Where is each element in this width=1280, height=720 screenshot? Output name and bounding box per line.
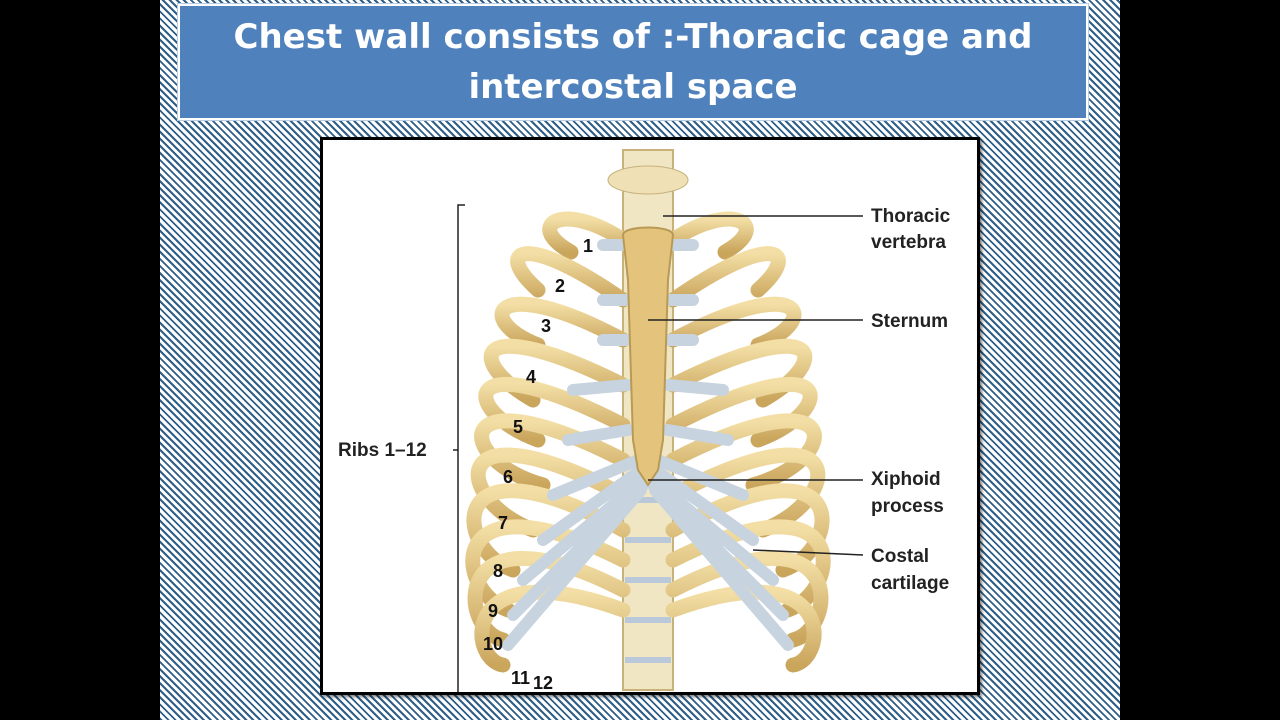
label-xiphoid-line2: process — [871, 496, 944, 517]
title-box: Chest wall consists of :-Thoracic cage a… — [177, 3, 1089, 121]
rib-number-1: 1 — [583, 236, 593, 256]
label-xiphoid-line1: Xiphoid — [871, 469, 941, 490]
rib-number-5: 5 — [513, 417, 523, 437]
rib-number-10: 10 — [483, 634, 503, 654]
rib-number-11: 11 — [511, 668, 530, 688]
sternum — [621, 226, 675, 487]
rib-number-9: 9 — [488, 601, 498, 621]
label-thoracic-line1: Thoracic — [871, 206, 951, 227]
rib-number-12: 12 — [533, 673, 553, 692]
label-thoracic-line2: vertebra — [871, 232, 946, 253]
rib-cage-figure: Thoracic vertebra Sternum Xiphoid proces… — [320, 137, 980, 695]
rib-number-6: 6 — [503, 467, 513, 487]
rib-cage-illustration: Thoracic vertebra Sternum Xiphoid proces… — [338, 149, 951, 692]
title-line-2: intercostal space — [468, 67, 798, 107]
rib-number-8: 8 — [493, 561, 503, 581]
left-ribs — [465, 211, 631, 673]
rib-number-2: 2 — [555, 276, 565, 296]
rib-number-4: 4 — [526, 367, 536, 387]
rib-number-7: 7 — [498, 513, 508, 533]
costal-cartilage — [502, 239, 794, 651]
label-sternum: Sternum — [871, 311, 948, 332]
rib-number-3: 3 — [541, 316, 551, 336]
label-ribs: Ribs 1–12 — [338, 440, 427, 461]
slide-title: Chest wall consists of :-Thoracic cage a… — [234, 12, 1033, 112]
label-costal-line1: Costal — [871, 546, 929, 567]
slide: Chest wall consists of :-Thoracic cage a… — [160, 0, 1120, 720]
title-line-1: Chest wall consists of :-Thoracic cage a… — [233, 17, 1033, 57]
label-costal-line2: cartilage — [871, 573, 949, 594]
leader-lines — [453, 204, 864, 692]
